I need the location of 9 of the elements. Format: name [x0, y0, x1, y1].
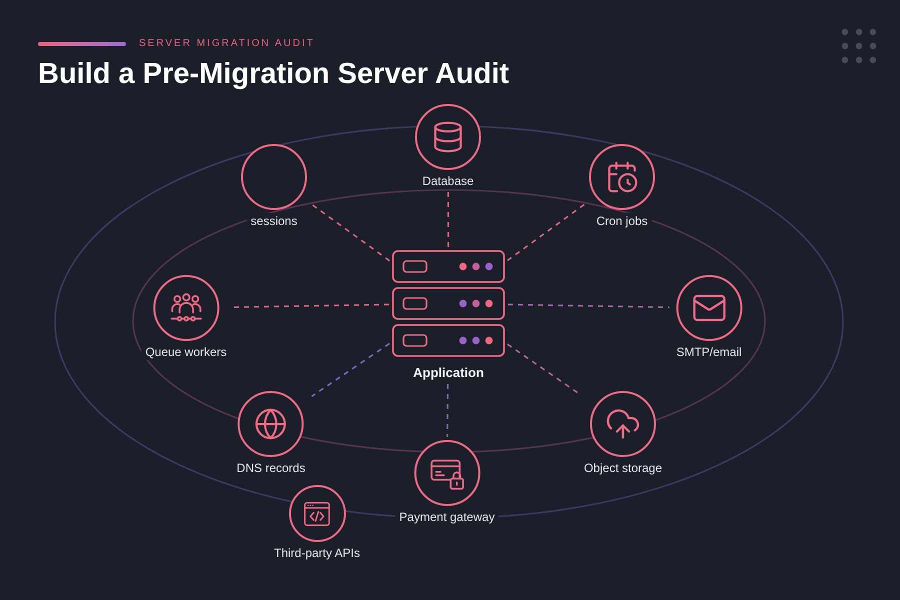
dashed-connector	[234, 304, 390, 308]
page-title: Build a Pre-Migration Server Audit	[38, 57, 510, 92]
dashed-connector	[508, 304, 670, 308]
dashed-connector	[506, 202, 588, 262]
dashed-connector	[311, 342, 390, 397]
dashed-connector	[446, 384, 449, 437]
section-kicker: SERVER MIGRATION AUDIT	[139, 37, 315, 51]
dashed-connector	[447, 192, 450, 247]
dashed-connector	[507, 344, 578, 394]
